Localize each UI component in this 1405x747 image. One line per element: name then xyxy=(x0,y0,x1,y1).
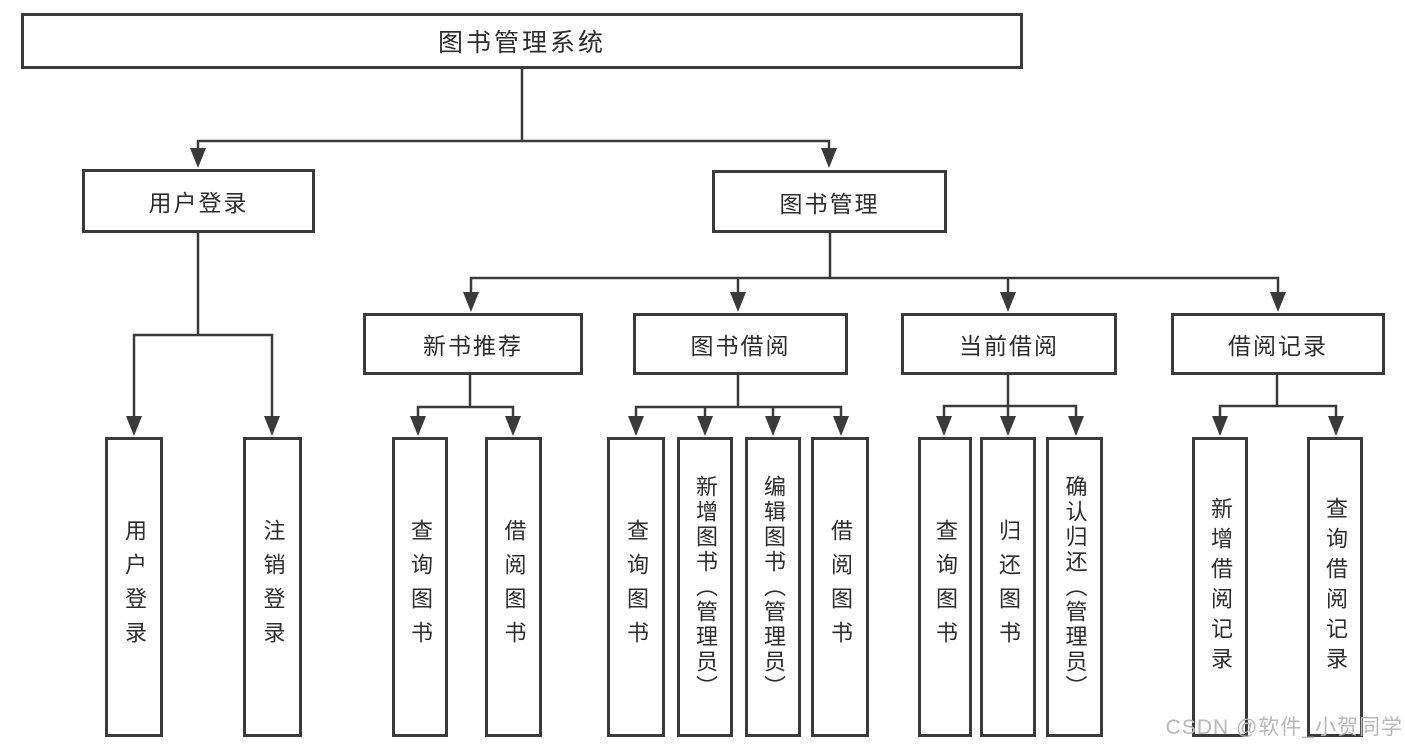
leaf-edit-book-admin: 编辑图书（管理员） xyxy=(745,437,801,737)
leaf-add-borrow-record: 新增借阅记录 xyxy=(1192,437,1248,737)
node-book-borrowing: 图书借阅 xyxy=(633,313,848,375)
csdn-watermark: CSDN @软件_小贺同学 xyxy=(1165,716,1403,739)
leaf-user-login: 用户登录 xyxy=(105,437,163,737)
node-library-management-system: 图书管理系统 xyxy=(21,13,1023,69)
leaf-return-book: 归还图书 xyxy=(980,437,1036,737)
leaf-add-book-admin: 新增图书（管理员） xyxy=(677,437,733,737)
node-book-management: 图书管理 xyxy=(712,170,947,233)
leaf-query-borrow-record: 查询借阅记录 xyxy=(1307,437,1363,737)
arrowhead-group xyxy=(126,148,1344,436)
leaf-query-books-recommend: 查询图书 xyxy=(392,437,448,737)
leaf-query-books-current: 查询图书 xyxy=(918,437,972,737)
node-borrowing-records: 借阅记录 xyxy=(1171,313,1385,375)
leaf-query-books-borrowing: 查询图书 xyxy=(607,437,665,737)
node-new-book-recommendation: 新书推荐 xyxy=(363,313,583,375)
node-user-login: 用户登录 xyxy=(82,169,315,233)
leaf-logout: 注销登录 xyxy=(243,437,302,737)
leaf-borrow-books-borrowing: 借阅图书 xyxy=(811,437,869,737)
node-current-borrowing: 当前借阅 xyxy=(901,313,1117,375)
leaf-confirm-return-admin: 确认归还（管理员） xyxy=(1046,437,1103,737)
leaf-borrow-books-recommend: 借阅图书 xyxy=(485,437,542,737)
